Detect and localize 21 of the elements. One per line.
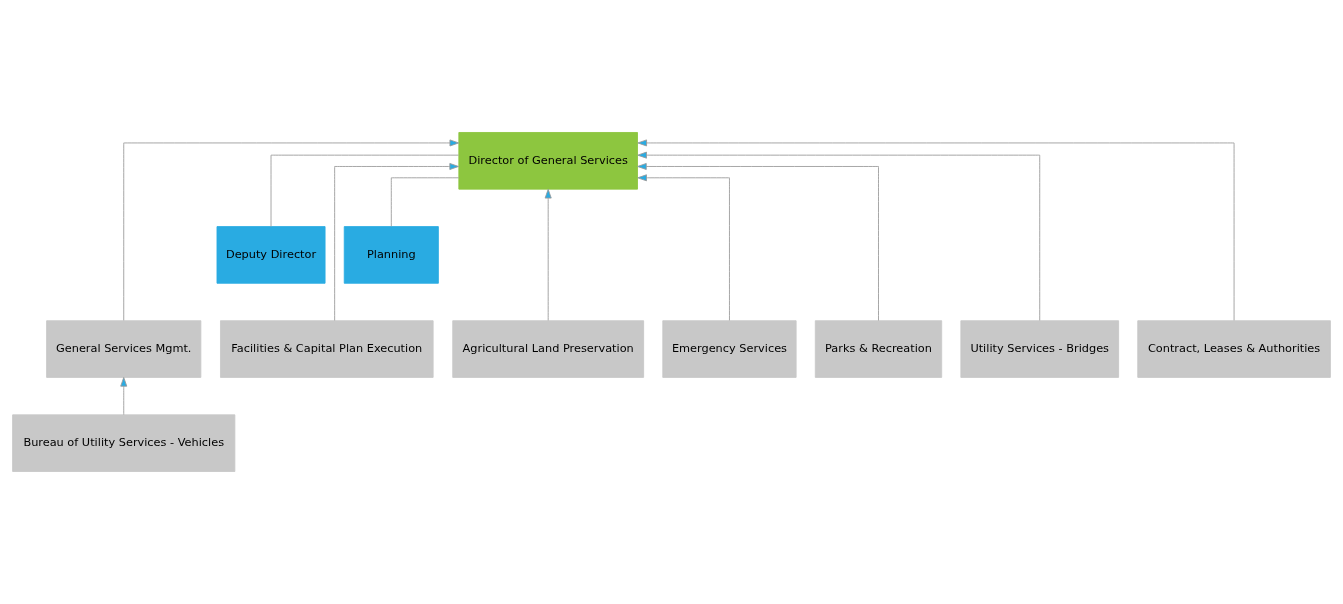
- arrow: [334, 163, 459, 321]
- arrow: [637, 139, 1235, 321]
- arrow: [544, 188, 552, 321]
- arrow: [637, 151, 1041, 321]
- arrow: [120, 377, 128, 416]
- arrow: [123, 139, 460, 321]
- node-box: Deputy Director: [216, 226, 326, 284]
- arrow: [637, 174, 730, 321]
- node-box: Utility Services - Bridges: [960, 320, 1120, 378]
- node-box: Contract, Leases & Authorities: [1137, 320, 1331, 378]
- connector: [270, 154, 459, 228]
- node-box: Bureau of Utility Services - Vehicles: [12, 414, 236, 472]
- node-box: Emergency Services: [662, 320, 797, 378]
- node-box: Parks & Recreation: [814, 320, 943, 378]
- node-box: General Services Mgmt.: [46, 320, 202, 378]
- node-box: Facilities & Capital Plan Execution: [220, 320, 434, 378]
- node-box: Planning: [343, 226, 439, 284]
- arrow: [637, 163, 879, 321]
- node-box: Director of General Services: [458, 132, 638, 190]
- node-box: Agricultural Land Preservation: [452, 320, 645, 378]
- connector: [390, 177, 460, 227]
